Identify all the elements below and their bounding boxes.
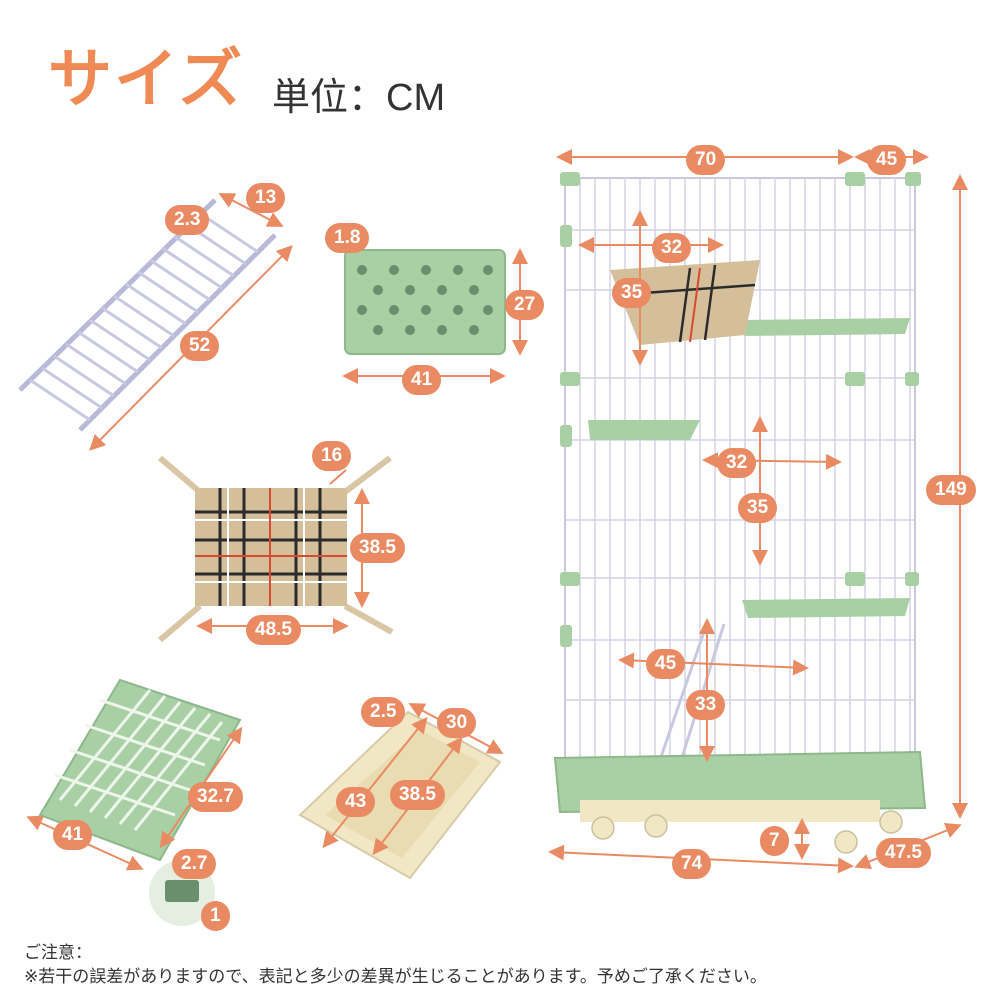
notes-text: ※若干の誤差がありますので、表記と多少の差異が生じることがあります。予めご了承く… bbox=[24, 967, 767, 987]
page-title: サイズ bbox=[48, 43, 245, 117]
door3-width-label: 45 bbox=[646, 649, 686, 679]
base-depth-label: 47.5 bbox=[876, 838, 931, 868]
door2-width-label: 32 bbox=[717, 448, 757, 478]
ladder-length-label: 52 bbox=[180, 331, 220, 361]
hammock-height-label: 38.5 bbox=[350, 533, 405, 563]
base-width-label: 74 bbox=[672, 849, 712, 879]
grate-thickness-label: 1 bbox=[201, 901, 230, 931]
hammock-width-label: 48.5 bbox=[246, 615, 301, 645]
grate-hook-label: 2.7 bbox=[172, 849, 217, 879]
shelf-illustration bbox=[342, 248, 528, 384]
ladder-width-label: 13 bbox=[246, 183, 286, 213]
grate-depth-label: 32.7 bbox=[188, 782, 243, 812]
shelf-thickness-label: 1.8 bbox=[325, 223, 370, 253]
cage-width-label: 70 bbox=[686, 145, 726, 175]
tray-length-inner-label: 38.5 bbox=[390, 780, 445, 810]
notes-heading: ご注意： bbox=[24, 943, 92, 963]
grate-illustration bbox=[26, 678, 243, 928]
door2-height-label: 35 bbox=[738, 493, 778, 523]
hammock-illustration bbox=[158, 455, 394, 643]
grate-width-label: 41 bbox=[53, 820, 93, 850]
unit-label: 単位：CM bbox=[272, 77, 446, 119]
door3-height-label: 33 bbox=[686, 690, 726, 720]
door1-height-label: 35 bbox=[612, 278, 652, 308]
wheel-height-label: 7 bbox=[760, 826, 789, 856]
shelf-depth-label: 27 bbox=[505, 290, 545, 320]
hammock-strap-label: 16 bbox=[312, 441, 352, 471]
ladder-rail-label: 2.3 bbox=[165, 205, 210, 235]
tray-length-outer-label: 43 bbox=[336, 787, 376, 817]
shelf-width-label: 41 bbox=[402, 365, 442, 395]
cage-depth-top-label: 45 bbox=[867, 145, 907, 175]
ladder-illustration bbox=[18, 193, 293, 451]
tray-rim-label: 2.5 bbox=[361, 697, 406, 727]
cage-illustration bbox=[548, 149, 968, 874]
cage-height-label: 149 bbox=[926, 475, 976, 505]
door1-width-label: 32 bbox=[652, 233, 692, 263]
tray-width-label: 30 bbox=[437, 708, 477, 738]
